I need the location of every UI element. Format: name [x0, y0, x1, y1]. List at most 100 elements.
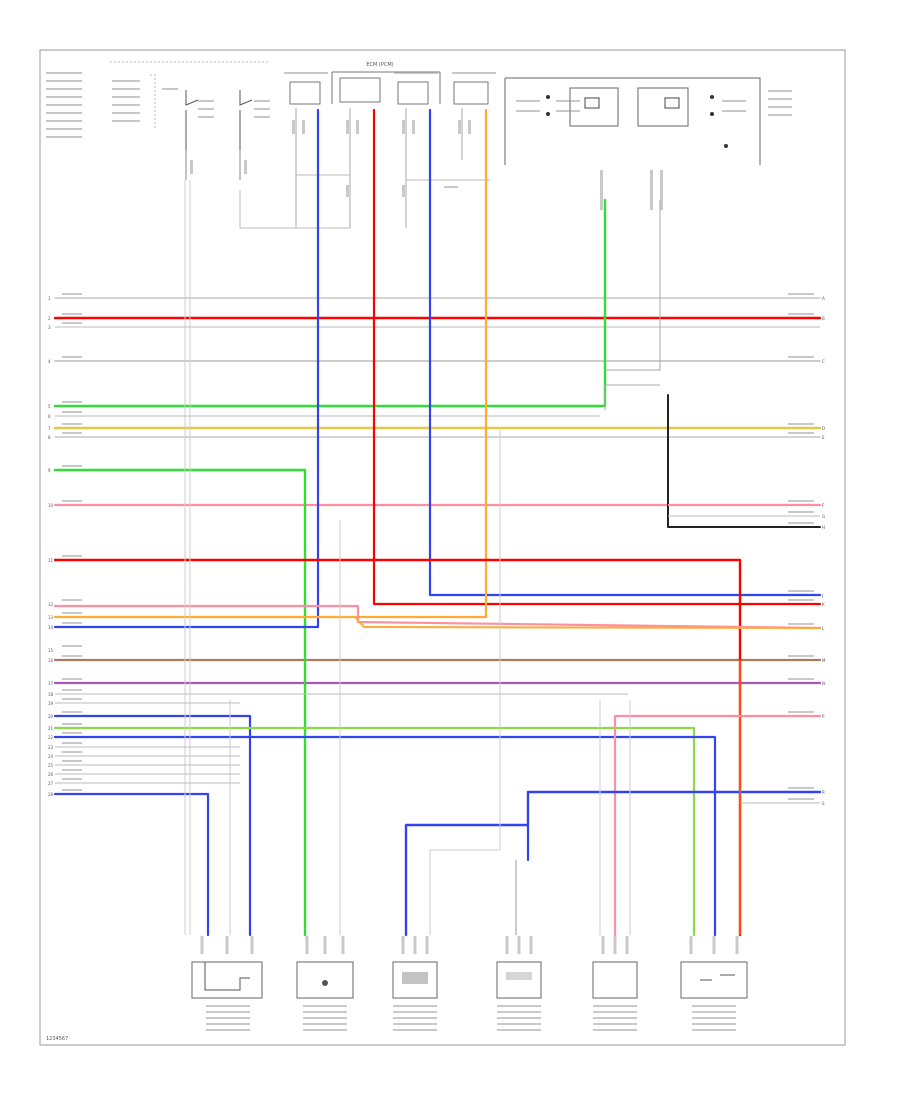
- diagram-header-label: ECM (PCM): [366, 62, 393, 68]
- right-pin-letter: S: [822, 801, 825, 806]
- label-smear-left: [46, 96, 82, 98]
- relay-box: [569, 87, 619, 127]
- label-smear-mid: [112, 88, 140, 90]
- pin-labels: 1234567891011121314151617181920212223242…: [48, 293, 826, 806]
- right-pin-letter: G: [822, 514, 825, 519]
- right-pin-letter: K: [822, 602, 825, 607]
- relay-coil: [664, 97, 680, 109]
- relay-terminal: [546, 112, 550, 116]
- footer-code: 1234567: [46, 1036, 68, 1042]
- component-label-smear: [393, 1011, 437, 1013]
- left-pin-number: 1: [48, 296, 51, 301]
- bracket-line: [150, 74, 156, 130]
- component-label-smear: [497, 1005, 541, 1007]
- component-label-smear: [497, 1023, 541, 1025]
- left-wire-label: [62, 356, 82, 358]
- component-label-smear: [593, 1029, 637, 1031]
- relay-coil: [584, 97, 600, 109]
- left-pin-number: 18: [48, 692, 54, 697]
- left-pin-number: 10: [48, 503, 54, 508]
- wire-label: [444, 186, 458, 188]
- pin-stub: [402, 185, 405, 197]
- left-pin-number: 9: [48, 468, 51, 473]
- wire-harness: [53, 108, 822, 937]
- component-label-smear: [393, 1029, 437, 1031]
- component-pin: [735, 936, 739, 954]
- left-wire-label: [62, 789, 82, 791]
- pin-stub: [356, 120, 359, 134]
- label-smear-left: [46, 120, 82, 122]
- component-label-smear: [497, 1029, 541, 1031]
- relay-label-smear: [768, 106, 792, 108]
- relay-label-smear: [556, 110, 580, 112]
- right-pin-letter: N: [822, 681, 825, 686]
- switch-symbol: [185, 90, 199, 150]
- component-label-smear: [303, 1017, 347, 1019]
- harness-wire-ltgreen: [53, 726, 696, 937]
- relay-label-smear: [516, 100, 540, 102]
- relay-label-smear: [722, 110, 746, 112]
- left-wire-label: [62, 751, 82, 753]
- label-smear-left: [46, 104, 82, 106]
- label-smear-mid2: [162, 88, 178, 90]
- relay-panel: [504, 77, 761, 165]
- left-pin-number: 5: [48, 404, 51, 409]
- left-wire-label: [62, 778, 82, 780]
- right-wire-label: [788, 590, 814, 592]
- left-wire-label: [62, 742, 82, 744]
- relay-terminal: [710, 112, 714, 116]
- splice-wire: [239, 190, 350, 229]
- splice-wire: [604, 200, 661, 410]
- harness-wire-blue: [428, 108, 822, 597]
- component-label-smear: [303, 1023, 347, 1025]
- component-label-smear: [692, 1011, 736, 1013]
- left-pin-number: 3: [48, 325, 51, 330]
- component-pin: [250, 936, 254, 954]
- relay-label-smear: [768, 114, 792, 116]
- top-connector-label: [452, 72, 496, 74]
- component-box: [191, 961, 263, 999]
- relay-label-smear: [768, 90, 792, 92]
- switch-label-smear: [198, 116, 214, 118]
- left-wire-label: [62, 678, 82, 680]
- left-pin-number: 11: [48, 558, 54, 563]
- pin-stub: [600, 170, 603, 210]
- label-smear-left: [46, 80, 82, 82]
- component-label-smear: [692, 1005, 736, 1007]
- right-pin-letter: M: [822, 658, 826, 663]
- left-pin-number: 23: [48, 745, 54, 750]
- label-smear-mid: [112, 112, 140, 114]
- component-label-smear: [497, 1017, 541, 1019]
- label-smear-left: [46, 112, 82, 114]
- relay-label-smear: [556, 100, 580, 102]
- component-pin: [305, 936, 309, 954]
- left-pin-number: 6: [48, 414, 51, 419]
- left-wire-label: [62, 500, 82, 502]
- right-wire-label: [788, 787, 814, 789]
- top-connector: [453, 81, 489, 105]
- left-wire-label: [62, 401, 82, 403]
- component-pin: [712, 936, 716, 954]
- component-label-smear: [206, 1005, 250, 1007]
- component-pin: [625, 936, 629, 954]
- harness-wire-blue: [53, 714, 252, 937]
- pin-stub: [292, 120, 295, 134]
- component-pin: [529, 936, 533, 954]
- component-pin: [401, 936, 405, 954]
- relay-label-smear: [516, 110, 540, 112]
- label-smear-left: [46, 88, 82, 90]
- component-label-smear: [593, 1005, 637, 1007]
- component-pin: [689, 936, 693, 954]
- label-smear-left: [46, 72, 82, 74]
- left-wire-label: [62, 723, 82, 725]
- stub-label: [190, 160, 193, 174]
- left-wire-label: [62, 555, 82, 557]
- harness-wire-blue: [53, 108, 320, 629]
- component-label-smear: [206, 1011, 250, 1013]
- left-wire-label: [62, 698, 82, 700]
- top-connector: [339, 77, 381, 103]
- left-pin-number: 25: [48, 763, 54, 768]
- component-pin: [341, 936, 345, 954]
- component-label-smear: [393, 1005, 437, 1007]
